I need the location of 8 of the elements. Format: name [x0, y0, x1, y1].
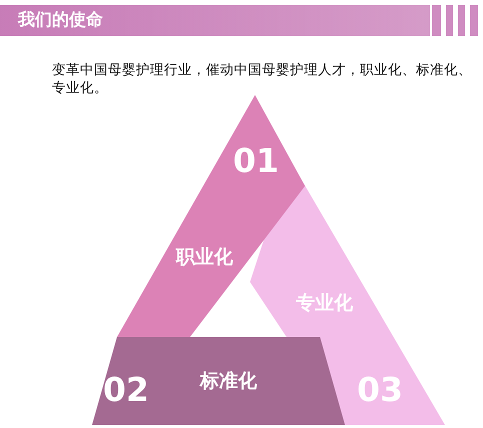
mission-statement: 变革中国母婴护理行业，催动中国母婴护理人才，职业化、标准化、专业化。 [52, 61, 472, 97]
segment-label: 专业化 [296, 292, 353, 314]
segment-label: 职业化 [176, 246, 233, 268]
page-title: 我们的使命 [18, 9, 103, 32]
segment-number: 02 [103, 372, 149, 408]
segment-label: 标准化 [200, 370, 257, 392]
segment-number: 01 [233, 143, 279, 179]
segment-number: 03 [357, 372, 403, 408]
